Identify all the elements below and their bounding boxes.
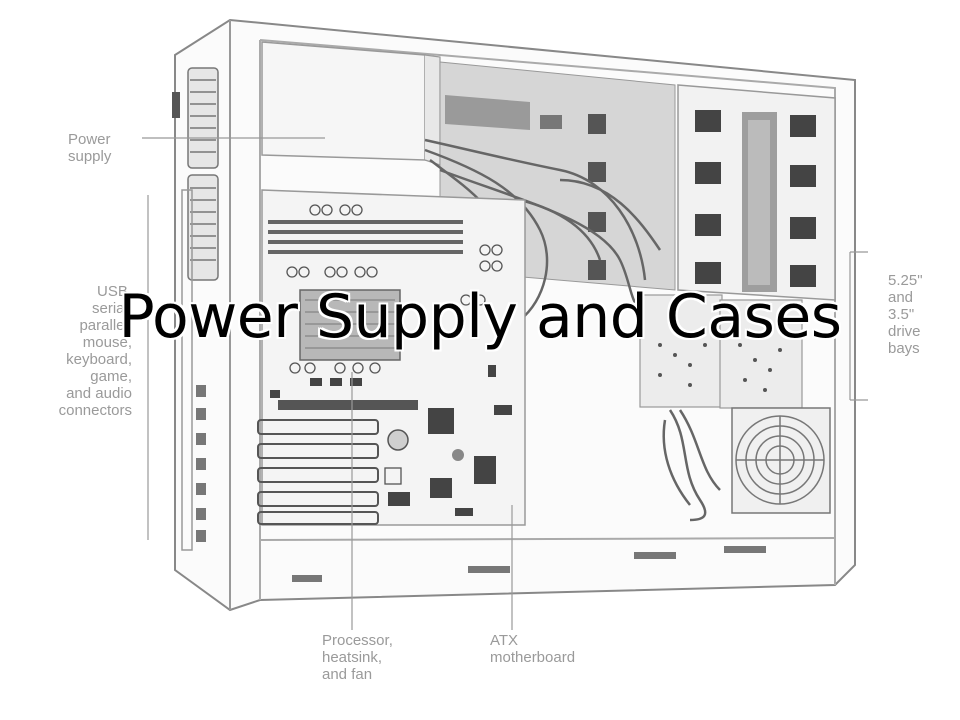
callout-lines — [142, 137, 868, 630]
expansion-slot-covers — [196, 385, 206, 542]
label-power-supply: Power supply — [68, 131, 112, 165]
drive-bay-cage — [588, 84, 836, 409]
rear-fan-bottom-icon — [187, 174, 219, 281]
label-drive-bays: 5.25" and 3.5" drive bays — [888, 272, 923, 357]
power-supply-unit — [261, 41, 426, 161]
case-fan-icon — [731, 407, 831, 514]
label-connectors: USB, serial, parallel, mouse, keyboard, … — [58, 283, 132, 419]
power-cables — [424, 138, 721, 522]
rear-fan-top-icon — [187, 67, 219, 169]
label-processor: Processor, heatsink, and fan — [322, 632, 393, 683]
label-motherboard: ATX motherboard — [490, 632, 576, 666]
motherboard — [257, 189, 526, 526]
slide-title: Power Supply and Cases — [118, 282, 842, 352]
